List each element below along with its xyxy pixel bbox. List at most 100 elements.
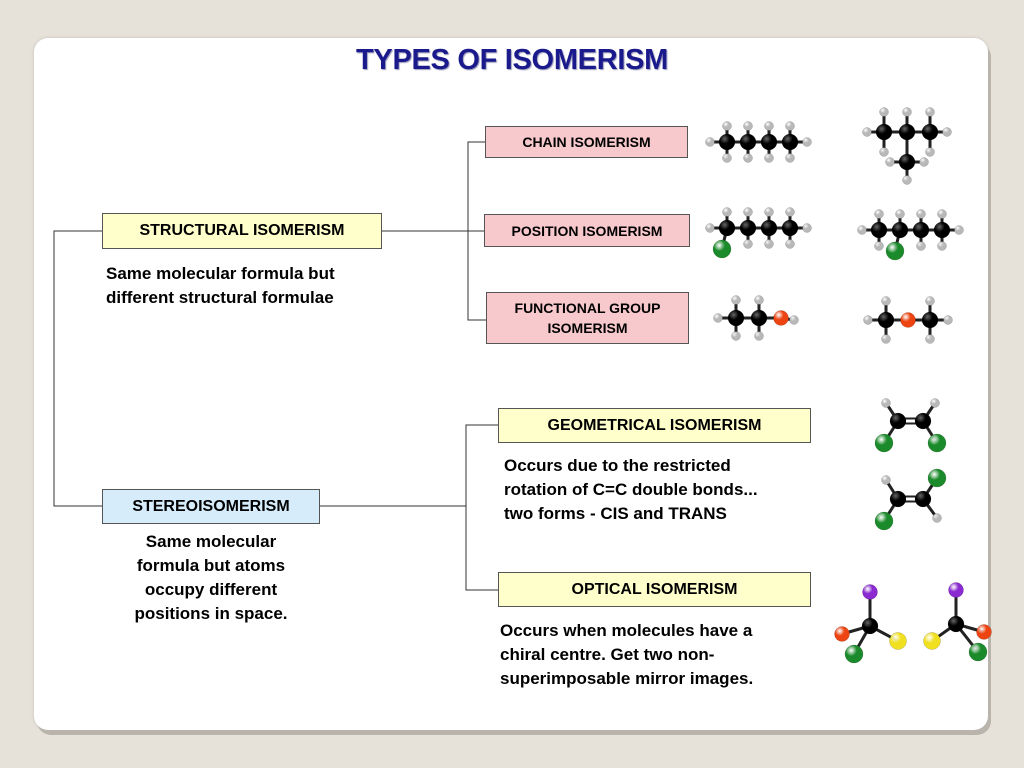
atom-cl xyxy=(712,239,732,259)
atom-h xyxy=(925,334,935,344)
atom-h xyxy=(902,175,912,185)
optical-description-line: chiral centre. Get two non- xyxy=(500,645,715,664)
atom-c xyxy=(870,221,888,239)
1-chlorobutane-molecule-icon xyxy=(705,207,812,259)
page-title: TYPES OF ISOMERISM xyxy=(355,44,669,76)
atom-h xyxy=(879,107,889,117)
atom-h xyxy=(722,121,732,131)
chiral-mirror-molecule-icon xyxy=(923,582,992,662)
optical-description: Occurs when molecules have a chiral cent… xyxy=(500,619,820,691)
atom-c xyxy=(875,123,893,141)
optical-description-line: superimposable mirror images. xyxy=(500,669,754,688)
methoxymethane-molecule-icon xyxy=(863,296,953,344)
atom-c xyxy=(760,219,778,237)
stereo-description-line: occupy different xyxy=(144,580,278,599)
atom-h xyxy=(785,239,795,249)
atom-h xyxy=(754,331,764,341)
atom-c xyxy=(889,412,907,430)
atom-h xyxy=(925,147,935,157)
atom-h xyxy=(916,209,926,219)
atom-cl xyxy=(874,511,894,531)
cis-dichloroethene-molecule-icon xyxy=(874,398,947,453)
atom-h xyxy=(764,239,774,249)
functional-group-label-line: FUNCTIONAL GROUP xyxy=(514,300,661,316)
atom-h xyxy=(954,225,964,235)
optical-isomerism-box[interactable]: OPTICAL ISOMERISM xyxy=(498,572,811,607)
atom-h xyxy=(942,127,952,137)
atom-h xyxy=(731,331,741,341)
geometrical-description-line: two forms - CIS and TRANS xyxy=(504,504,727,523)
atom-h xyxy=(705,137,715,147)
geometrical-isomerism-box[interactable]: GEOMETRICAL ISOMERISM xyxy=(498,408,811,443)
stereoisomerism-box[interactable]: STEREOISOMERISM xyxy=(102,489,320,524)
atom-h xyxy=(885,157,895,167)
atom-c xyxy=(877,311,895,329)
atom-h xyxy=(862,127,872,137)
atom-h xyxy=(943,315,953,325)
atom-cl xyxy=(927,433,947,453)
structural-isomerism-box[interactable]: STRUCTURAL ISOMERISM xyxy=(102,213,382,249)
functional-group-isomerism-box[interactable]: FUNCTIONAL GROUP ISOMERISM xyxy=(486,292,689,344)
atom-h xyxy=(879,147,889,157)
stereo-description-line: formula but atoms xyxy=(136,556,286,575)
structural-description: Same molecular formula but different str… xyxy=(106,262,406,310)
geometrical-description-line: rotation of C=C double bonds... xyxy=(504,480,758,499)
atom-c xyxy=(750,309,768,327)
atom-h xyxy=(937,241,947,251)
position-isomerism-box[interactable]: POSITION ISOMERISM xyxy=(484,214,690,247)
atom-c xyxy=(718,219,736,237)
stereo-description: Same molecular formula but atoms occupy … xyxy=(108,530,314,626)
atom-c xyxy=(921,311,939,329)
atom-o xyxy=(773,310,789,326)
atom-h xyxy=(932,513,942,523)
atom-h xyxy=(902,107,912,117)
position-isomerism-label: POSITION ISOMERISM xyxy=(511,222,663,239)
functional-group-label-line: ISOMERISM xyxy=(547,320,628,336)
geometrical-description-line: Occurs due to the restricted xyxy=(504,456,731,475)
atom-c xyxy=(921,123,939,141)
stereo-description-line: Same molecular xyxy=(145,532,277,551)
atom-h xyxy=(754,295,764,305)
atom-cl xyxy=(885,241,905,261)
stereoisomerism-label: STEREOISOMERISM xyxy=(132,497,290,515)
atom-h xyxy=(731,295,741,305)
atom-i xyxy=(948,582,964,598)
chain-isomerism-box[interactable]: CHAIN ISOMERISM xyxy=(485,126,688,158)
atom-h xyxy=(916,241,926,251)
atom-h xyxy=(722,153,732,163)
atom-cl xyxy=(874,433,894,453)
chain-isomerism-label: CHAIN ISOMERISM xyxy=(522,134,651,150)
atom-h xyxy=(743,207,753,217)
atom-c xyxy=(933,221,951,239)
atom-c xyxy=(739,133,757,151)
atom-c xyxy=(781,133,799,151)
atom-cl xyxy=(844,644,864,664)
atom-c xyxy=(914,490,932,508)
atom-c xyxy=(947,615,965,633)
atom-o xyxy=(834,626,850,642)
atom-h xyxy=(802,223,812,233)
optical-isomerism-label: OPTICAL ISOMERISM xyxy=(571,580,738,598)
atom-h xyxy=(789,315,799,325)
atom-h xyxy=(785,121,795,131)
atom-h xyxy=(881,398,891,408)
atom-h xyxy=(722,207,732,217)
structural-description-line: Same molecular formula but xyxy=(106,264,335,283)
atom-h xyxy=(874,209,884,219)
ethanol-molecule-icon xyxy=(713,295,799,341)
atom-i xyxy=(862,584,878,600)
optical-description-line: Occurs when molecules have a xyxy=(500,621,753,640)
atom-h xyxy=(874,241,884,251)
atom-c xyxy=(718,133,736,151)
atom-h xyxy=(713,313,723,323)
atom-h xyxy=(764,207,774,217)
atom-c xyxy=(739,219,757,237)
atom-h xyxy=(785,207,795,217)
atom-h xyxy=(802,137,812,147)
atom-h xyxy=(863,315,873,325)
geometrical-description: Occurs due to the restricted rotation of… xyxy=(504,454,824,526)
structural-isomerism-label: STRUCTURAL ISOMERISM xyxy=(139,222,345,239)
chiral-molecule-icon xyxy=(834,584,907,664)
atom-c xyxy=(861,617,879,635)
atom-h xyxy=(743,153,753,163)
